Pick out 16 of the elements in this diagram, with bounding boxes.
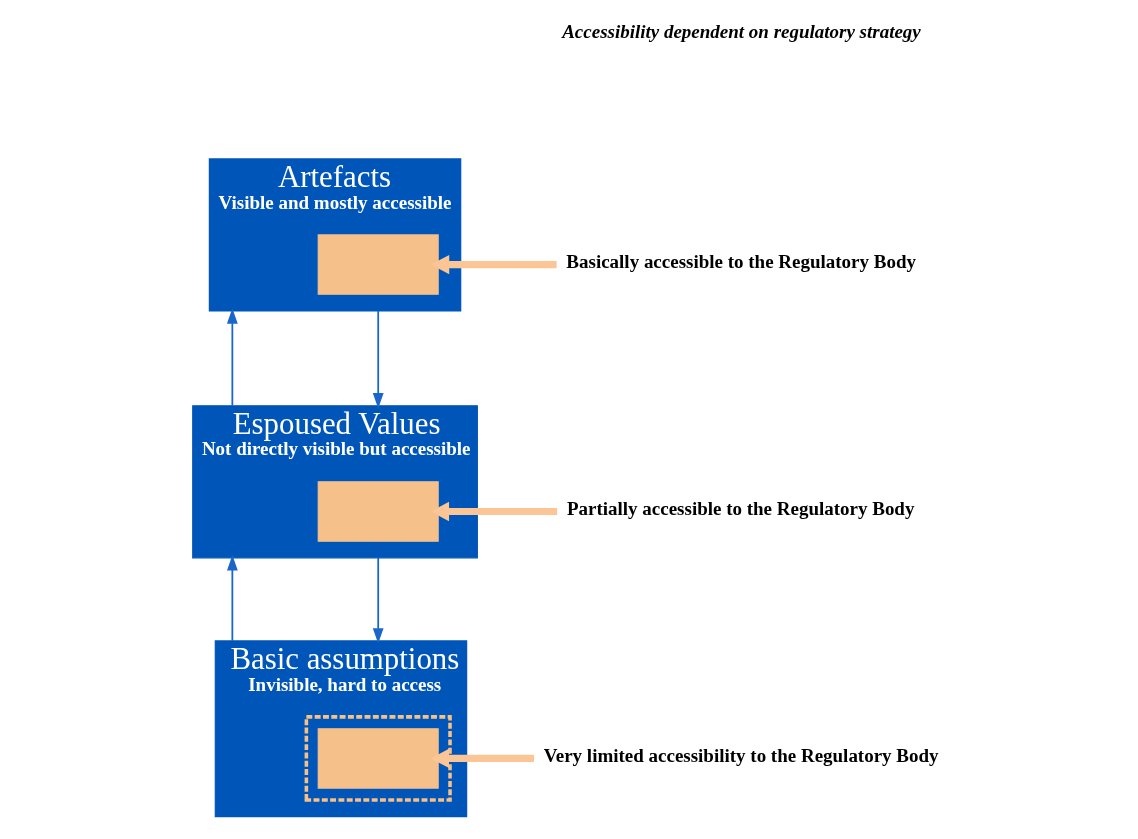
node-text: Basically accessible to the Regulatory Body: [565, 250, 916, 272]
cluster: Basic assumptions Invisible, hard to access: [214, 640, 467, 818]
arrow: [430, 254, 557, 275]
label: Accessibility dependent on regulatory strategy: [561, 20, 921, 42]
arrow: [226, 308, 238, 407]
arrow: [430, 501, 557, 522]
node-text: Partially accessible to the Regulatory Body: [566, 497, 914, 519]
cluster: Artefacts Visible and mostly accessible: [208, 158, 461, 312]
node-text: Very limited accessibility to the Regulatory Body: [543, 744, 939, 766]
arrow: [226, 555, 238, 642]
cluster: Espoused Values Not directly visible but accessible: [191, 405, 478, 559]
arrow: [372, 310, 384, 409]
node-box: [317, 728, 439, 789]
arrow: [372, 556, 384, 644]
node-box: [317, 481, 439, 542]
node-box: [317, 234, 439, 295]
